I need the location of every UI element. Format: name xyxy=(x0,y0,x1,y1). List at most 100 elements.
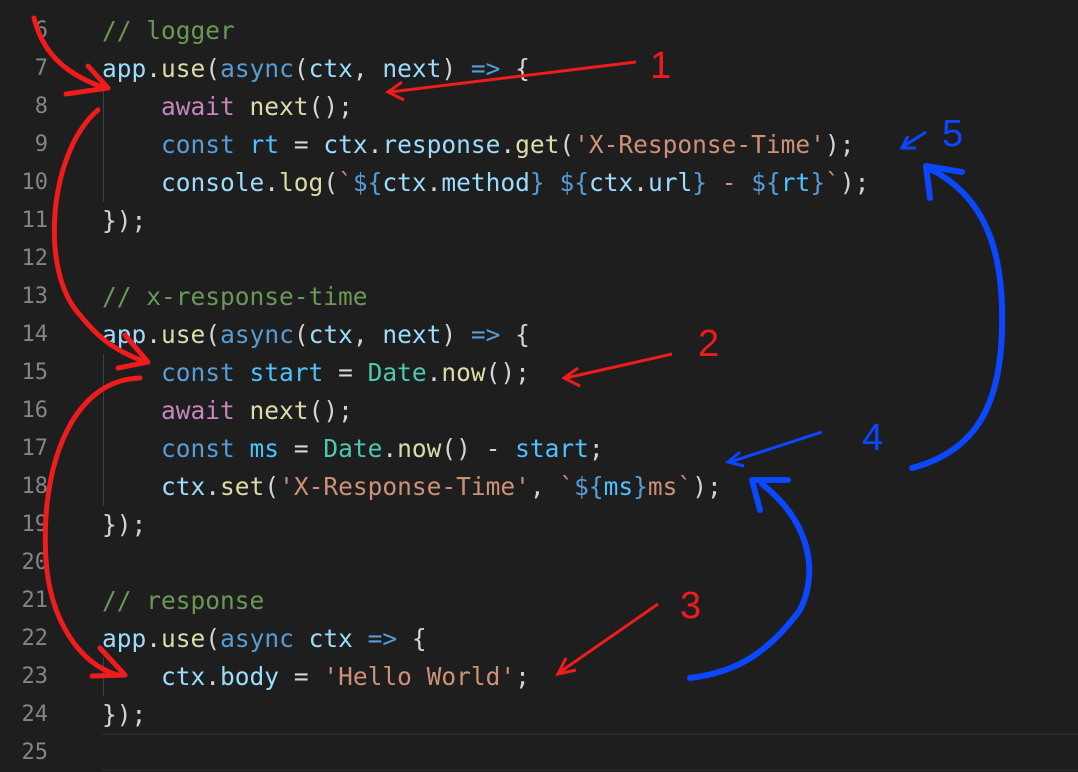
code-token: . xyxy=(146,624,162,653)
code-token: method xyxy=(441,168,530,197)
line-number: 13 xyxy=(21,284,49,309)
code-text: ctx.body = 'Hello World'; xyxy=(102,658,530,696)
line-number: 9 xyxy=(34,132,48,157)
code-token: start xyxy=(249,358,324,387)
code-token: . xyxy=(205,472,221,501)
code-token: next xyxy=(382,54,442,83)
code-line[interactable]: 22 app.use(async ctx => { xyxy=(0,620,1078,658)
code-text: ctx.set('X-Response-Time', `${ms}ms`); xyxy=(102,468,722,506)
code-token: now xyxy=(397,434,442,463)
line-number: 18 xyxy=(21,474,49,499)
code-token: // x-response-time xyxy=(102,282,368,311)
code-token: (); xyxy=(308,396,353,425)
code-line[interactable]: 21// response xyxy=(0,582,1078,620)
code-token: ms` xyxy=(647,472,693,501)
code-token: start xyxy=(515,434,589,463)
code-line[interactable]: 16 await next(); xyxy=(0,392,1078,430)
code-line[interactable]: 23 ctx.body = 'Hello World'; xyxy=(0,658,1078,696)
code-line[interactable]: 11}); xyxy=(0,202,1078,240)
code-token: ctx xyxy=(161,472,206,501)
code-token: use xyxy=(161,320,206,349)
code-token: // logger xyxy=(102,16,235,45)
line-number: 21 xyxy=(21,588,49,613)
code-token: use xyxy=(161,54,206,83)
code-token: 'Hello World' xyxy=(323,662,516,691)
code-line[interactable]: 9 const rt = ctx.response.get('X-Respons… xyxy=(0,126,1078,164)
code-text: const rt = ctx.response.get('X-Response-… xyxy=(102,126,854,164)
code-token: body xyxy=(220,662,280,691)
code-token: ; xyxy=(588,434,604,463)
code-text: await next(); xyxy=(102,392,353,430)
code-token: ms xyxy=(249,434,280,463)
code-token: . xyxy=(500,130,516,159)
code-token: () - xyxy=(441,434,516,463)
code-token: . xyxy=(426,168,442,197)
code-token: - xyxy=(707,168,752,197)
red-curve-arrow xyxy=(31,15,108,91)
red-curve-arrow xyxy=(51,107,148,365)
code-token: ctx xyxy=(308,320,353,349)
code-token: (); xyxy=(308,92,353,121)
code-token: log xyxy=(279,168,324,197)
code-token: = xyxy=(279,130,324,159)
code-token: ( xyxy=(264,472,280,501)
line-number: 17 xyxy=(21,436,49,461)
code-token: }); xyxy=(102,510,147,539)
code-token: const xyxy=(161,130,235,159)
line-number: 23 xyxy=(21,664,49,689)
code-text: const start = Date.now(); xyxy=(102,354,530,392)
code-line[interactable]: 18 ctx.set('X-Response-Time', `${ms}ms`)… xyxy=(0,468,1078,506)
code-token: next xyxy=(249,396,309,425)
code-line[interactable]: 12 xyxy=(0,240,1078,278)
code-line[interactable]: 13 // x-response-time xyxy=(0,278,1078,316)
code-token: . xyxy=(205,662,221,691)
code-token: ( xyxy=(205,624,221,653)
code-token: ); xyxy=(839,168,870,197)
code-token: }); xyxy=(102,700,147,729)
code-token: ( xyxy=(205,320,221,349)
code-token: ( xyxy=(559,130,575,159)
red-pointer-arrow-2 xyxy=(565,352,673,380)
code-token: rt xyxy=(780,168,811,197)
code-text: // logger xyxy=(102,12,235,50)
code-line[interactable]: 10 console.log(`${ctx.method} ${ctx.url}… xyxy=(0,164,1078,202)
code-text: }); xyxy=(102,202,146,240)
code-token: ); xyxy=(692,472,722,501)
code-token: response xyxy=(382,130,501,159)
line-number: 22 xyxy=(21,626,49,651)
code-token: 'X-Response-Time' xyxy=(574,130,825,159)
code-token: ); xyxy=(824,130,855,159)
code-line[interactable]: 15 const start = Date.now(); xyxy=(0,354,1078,392)
code-token: ${ xyxy=(574,472,604,501)
code-token: => xyxy=(367,624,398,653)
line-number: 8 xyxy=(34,94,48,119)
code-line[interactable]: 24}); xyxy=(0,696,1078,734)
code-token: next xyxy=(249,92,309,121)
code-token: ctx xyxy=(308,54,353,83)
code-text: app.use(async ctx => { xyxy=(102,620,427,658)
code-token: await xyxy=(161,396,235,425)
blue-arrowhead xyxy=(923,163,965,201)
code-line[interactable]: 17 const ms = Date.now() - start; xyxy=(0,430,1078,468)
line-number: 7 xyxy=(34,56,48,81)
code-token: } xyxy=(529,168,545,197)
code-token: get xyxy=(515,130,560,159)
code-token: app xyxy=(102,624,147,653)
code-line[interactable]: 8 await next(); xyxy=(0,88,1078,126)
code-token: = xyxy=(279,662,324,691)
line-number: 11 xyxy=(21,208,49,233)
red-pointer-arrow-3 xyxy=(559,602,659,674)
code-token: ( xyxy=(323,168,339,197)
red-arrowhead xyxy=(63,63,111,97)
code-token: use xyxy=(161,624,206,653)
code-token: . xyxy=(633,168,648,197)
line-number: 24 xyxy=(21,702,49,727)
code-token: ` xyxy=(825,168,840,197)
code-token: , xyxy=(352,54,383,83)
red-curve-arrow xyxy=(42,375,143,678)
code-token: async xyxy=(220,54,294,83)
code-token: => xyxy=(470,320,501,349)
